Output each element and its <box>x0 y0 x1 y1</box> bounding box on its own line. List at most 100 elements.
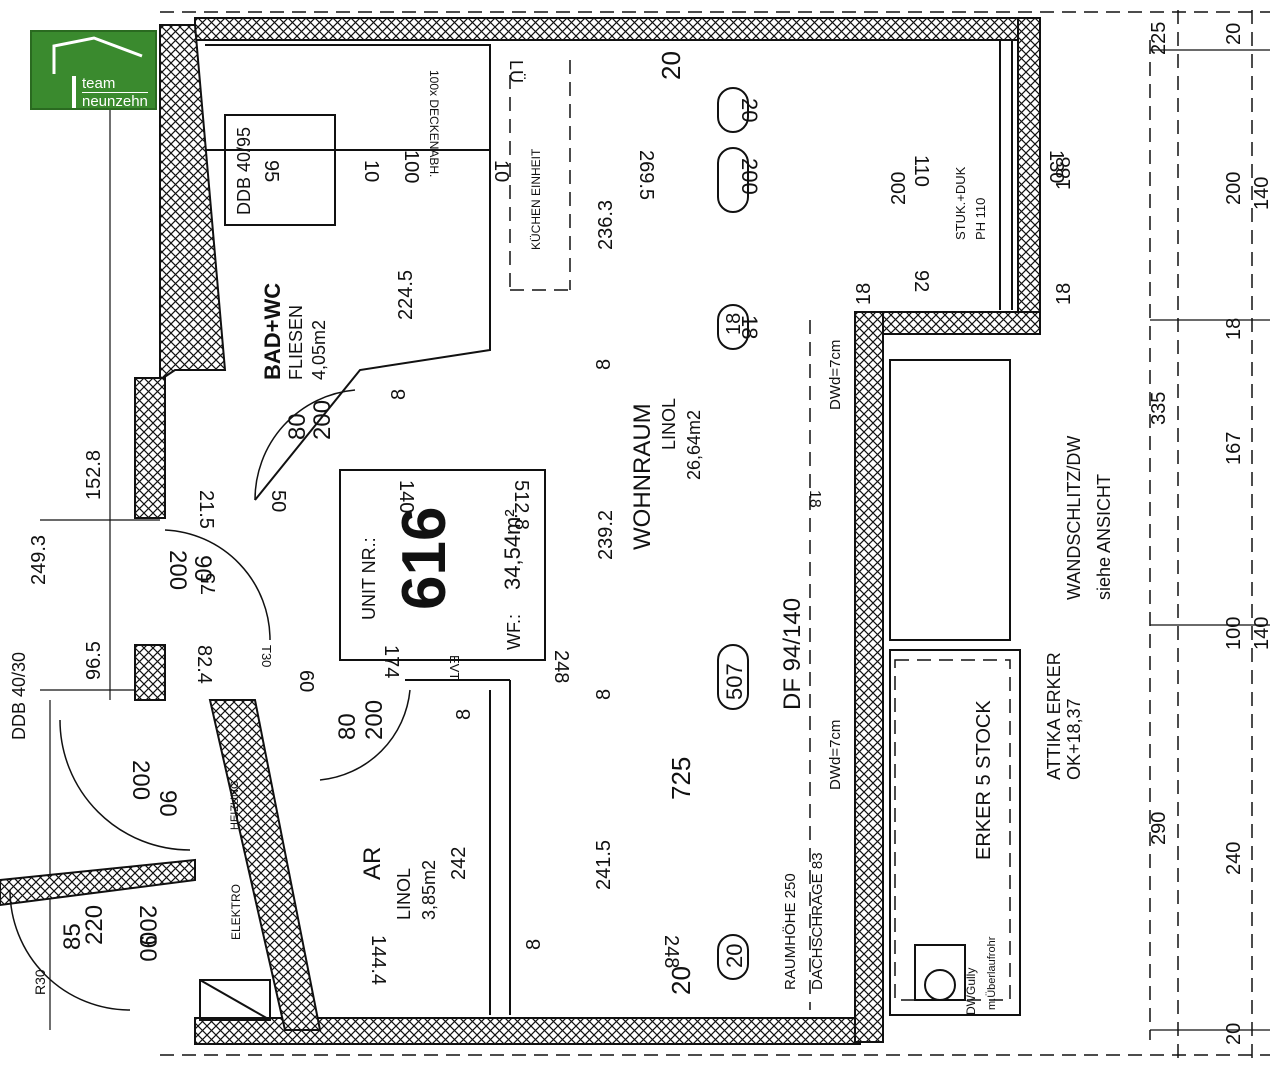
note-deckenabh: 100x DECKENABH. <box>427 70 441 177</box>
dim: 8 <box>593 359 615 370</box>
note-ansicht: siehe ANSICHT <box>1094 474 1114 600</box>
dim: 90 <box>189 555 216 582</box>
dim: 20 <box>666 966 696 995</box>
circle-mark: 18 <box>737 315 762 339</box>
circle-mark: 20 <box>737 98 762 122</box>
dim: 200 <box>134 905 161 945</box>
dim: 18 <box>1053 283 1075 305</box>
note-kitchen: KÜCHEN EINHEIT <box>529 148 543 250</box>
note-heizung: HEIZUNG <box>229 781 241 831</box>
room-living-name: WOHNRAUM <box>629 403 656 550</box>
dimension-lines <box>160 10 1270 1060</box>
brand-logo: team neunzehn <box>30 30 157 110</box>
interior-lines <box>199 40 1021 1021</box>
dim: 130 <box>1045 150 1067 183</box>
unit-area: 34,54m² <box>500 509 525 590</box>
dim: 80 <box>334 713 361 740</box>
dim: 75 <box>198 573 220 595</box>
circle-mark: 200 <box>737 158 762 195</box>
room-bath-area: 4,05m2 <box>309 320 329 380</box>
dim: 188 <box>1053 157 1075 190</box>
dim: 80 <box>284 413 311 440</box>
dim: 82.4 <box>193 645 215 684</box>
dim: 152.8 <box>83 450 105 500</box>
note-raumhoehe: RAUMHÖHE 250 <box>781 873 799 990</box>
note-dachschraege: DACHSCHRÄGE 83 <box>809 852 826 990</box>
note-stuk: STUK.+DUK <box>953 166 968 240</box>
house-roof-icon <box>52 36 143 74</box>
dim: 21.5 <box>195 490 217 529</box>
dim: 50 <box>267 490 289 512</box>
dim: 174 <box>380 645 402 678</box>
dim: 110 <box>910 155 932 187</box>
unit-label: UNIT NR.: <box>359 537 379 620</box>
dim: 224.5 <box>395 270 417 320</box>
dim: 200 <box>127 760 154 800</box>
walls <box>0 17 1041 1045</box>
erker-attika: ATTIKA ERKER <box>1044 652 1064 780</box>
dim: 18 <box>853 283 875 305</box>
dim: 236.3 <box>595 200 617 250</box>
dim: 144.4 <box>367 935 389 985</box>
note-dwd-1: DWd=7cm <box>827 340 844 410</box>
dimension-texts: 249.3 152.8 96.5 335 167 290 240 200 140… <box>28 22 1273 1045</box>
dim: 18 <box>806 490 823 508</box>
dim: 20 <box>656 51 686 80</box>
dim: 96.5 <box>83 641 105 680</box>
dim: 725 <box>666 757 696 800</box>
dim: 167 <box>1223 432 1245 465</box>
note-r30: R30 <box>32 969 48 995</box>
dim: 239.2 <box>595 510 617 560</box>
dim: 10 <box>490 160 512 182</box>
dim: 10 <box>360 160 382 182</box>
room-storage-area: 3,85m2 <box>419 860 439 920</box>
dim: 100 <box>1223 617 1245 650</box>
note-dwgully: DWGully <box>964 968 978 1015</box>
dim: 200 <box>1223 172 1245 205</box>
dim: 240 <box>1223 842 1245 875</box>
logo-text-team: team <box>82 75 116 92</box>
dim: 18 <box>723 313 745 335</box>
circle-mark: 507 <box>722 663 747 700</box>
dim: 8 <box>523 939 545 950</box>
note-wandschlitz: WANDSCHLITZ/DW <box>1064 436 1084 600</box>
logo-bar <box>72 76 76 108</box>
note-ueberlauf: m.Überlaufrohr <box>986 936 998 1010</box>
notes: KÜCHEN EINHEIT WANDSCHLITZ/DW siehe ANSI… <box>9 60 1114 1015</box>
note-df: DF 94/140 <box>779 598 806 710</box>
dim: 18 <box>1223 318 1245 340</box>
dim: 140 <box>1251 177 1273 210</box>
dim: 269.5 <box>635 150 657 200</box>
erker-ok: OK+18,37 <box>1064 698 1084 780</box>
unit-area-label: WF.: <box>504 614 524 650</box>
dim: 95 <box>260 160 282 182</box>
dim: 248 <box>660 935 682 968</box>
room-labels: BAD+WC FLIESEN 4,05m2 WOHNRAUM LINOL 26,… <box>260 283 1084 920</box>
dim: 200 <box>309 400 336 440</box>
note-evt: EVT <box>447 655 462 680</box>
dim: 92 <box>910 270 932 292</box>
room-living-area: 26,64m2 <box>684 410 704 480</box>
dim: 248 <box>550 650 572 683</box>
dimension-ticks <box>40 40 1270 1031</box>
note-dwd-2: DWd=7cm <box>827 720 844 790</box>
dim: 140 <box>395 480 417 513</box>
dim: 8 <box>453 709 475 720</box>
dim: 100 <box>400 150 422 183</box>
dim: 200 <box>164 550 191 590</box>
dim: 90 <box>154 790 181 817</box>
note-ph: PH 110 <box>973 198 988 240</box>
dim: 200 <box>888 172 910 205</box>
erker-name: ERKER 5 STOCK <box>973 700 995 860</box>
dim: 8 <box>593 689 615 700</box>
room-living-floor: LINOL <box>659 398 679 450</box>
note-lu: LÜ <box>506 60 526 83</box>
dim: 60 <box>295 670 317 692</box>
dim: 140 <box>1251 617 1273 650</box>
dim: 8 <box>388 389 410 400</box>
dim: 90 <box>134 935 161 962</box>
note-ddb: DDB 40/30 <box>9 652 29 740</box>
dim: 20 <box>1223 23 1245 45</box>
note-ddb95: DDB 40/95 <box>234 127 254 215</box>
